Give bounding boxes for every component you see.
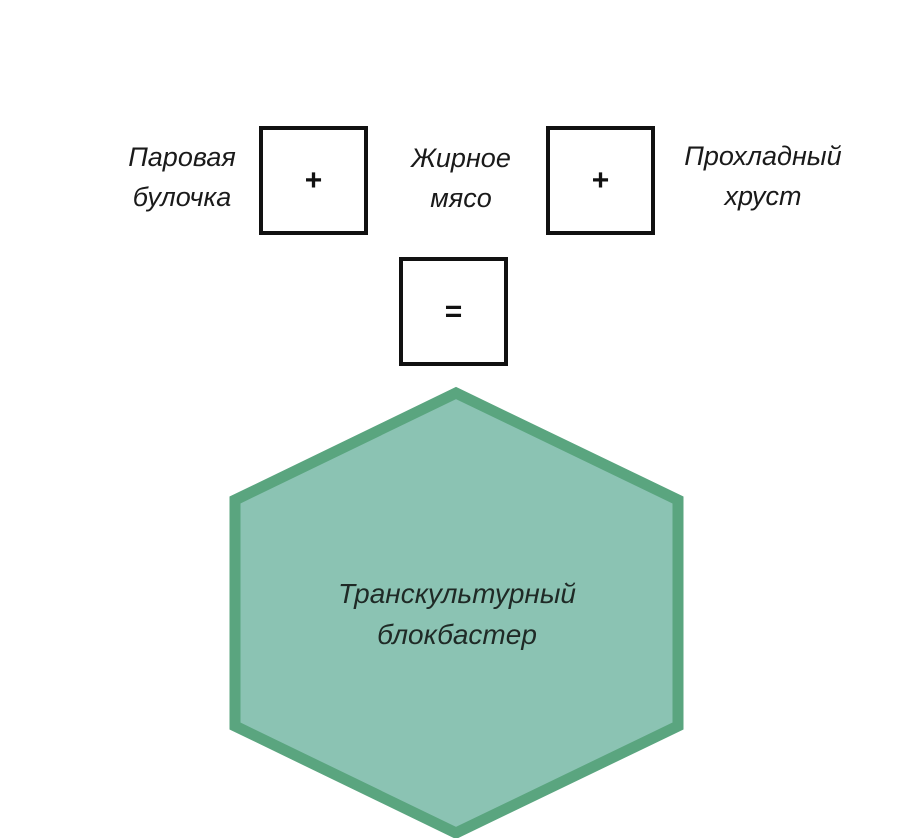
term-line: булочка <box>132 182 232 212</box>
plus-box: + <box>259 126 368 235</box>
result-line: Транскультурный <box>337 578 576 609</box>
term-line: Прохладный <box>684 141 842 171</box>
plus-sign: + <box>591 163 610 197</box>
term-line: Паровая <box>128 142 236 172</box>
equals-sign: = <box>444 294 463 328</box>
result-label: Транскультурный блокбастер <box>230 573 684 655</box>
plus-sign: + <box>304 163 323 197</box>
term-line: Жирное <box>411 143 511 173</box>
equals-box: = <box>399 257 508 366</box>
term-cool-crunch: Прохладный хруст <box>668 136 858 216</box>
term-steamed-bun: Паровая булочка <box>118 137 246 217</box>
term-line: хруст <box>724 181 802 211</box>
term-fatty-meat: Жирное мясо <box>398 138 524 218</box>
result-line: блокбастер <box>377 619 537 650</box>
hexagon-shape <box>229 386 684 838</box>
term-line: мясо <box>430 183 492 213</box>
plus-box: + <box>546 126 655 235</box>
